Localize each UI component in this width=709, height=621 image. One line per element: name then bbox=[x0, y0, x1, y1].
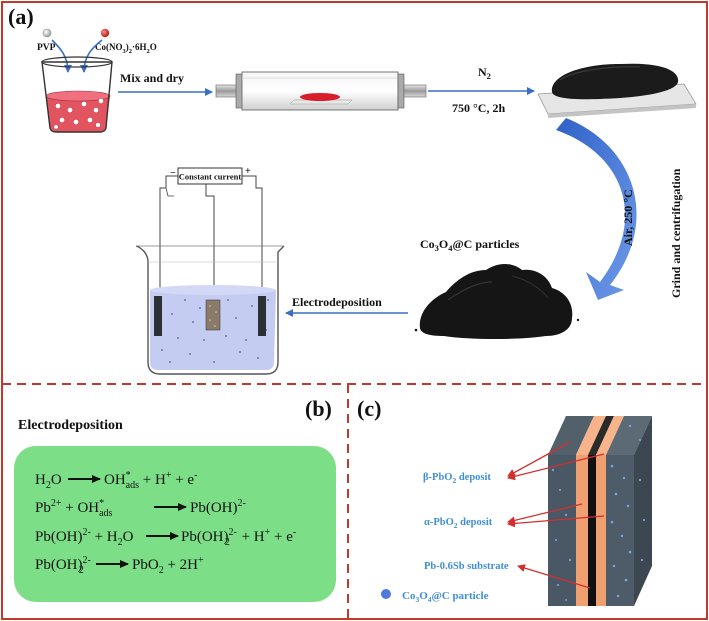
equation-1-lhs: H2O bbox=[35, 472, 62, 491]
minus-label: − bbox=[170, 168, 176, 179]
panel-c-label: (c) bbox=[357, 396, 381, 421]
product-boat bbox=[537, 63, 697, 118]
electrodeposition-title: Electrodeposition bbox=[18, 418, 123, 433]
pvp-label: PVP bbox=[37, 43, 56, 53]
n2-label: N2 bbox=[478, 65, 491, 81]
n2-temperature-label: 750 °C, 2h bbox=[452, 101, 505, 115]
beta-pbo2-label: β-PbO2 deposit bbox=[423, 472, 491, 485]
process-curved-arrow bbox=[556, 118, 637, 300]
air-label: Air, 250 °C bbox=[621, 189, 635, 246]
precursor-beaker bbox=[41, 56, 113, 133]
equation-2-rhs: Pb(OH)2- bbox=[190, 498, 246, 516]
cobalt-nitrate-label: Co(NO3)2·6H2O bbox=[95, 42, 157, 55]
tube-furnace bbox=[215, 71, 427, 111]
constant-current-label: Constant current bbox=[179, 172, 242, 182]
equation-4-lhs: Pb(OH)2-2 bbox=[35, 555, 91, 576]
particle-legend-marker bbox=[381, 589, 391, 599]
particles-label: Co3O4@C particles bbox=[420, 237, 520, 253]
particle-legend-label: Co3O4@C particle bbox=[402, 590, 489, 604]
cobalt-nitrate-icon bbox=[100, 28, 110, 38]
panel-b-label: (b) bbox=[305, 396, 332, 421]
mix-dry-label: Mix and dry bbox=[120, 71, 184, 85]
substrate-label: Pb-0.6Sb substrate bbox=[424, 561, 509, 572]
equation-2-lhs: Pb2+ + OH*ads bbox=[35, 498, 113, 519]
pvp-arrow bbox=[51, 39, 72, 73]
electrochemical-cell: Constant current − + bbox=[135, 166, 285, 375]
panel-a-label: (a) bbox=[8, 4, 34, 29]
equations-box bbox=[14, 446, 336, 602]
electrodeposition-step-label: Electrodeposition bbox=[292, 295, 382, 309]
equation-1-rhs: OH*ads + H+ + e- bbox=[104, 470, 197, 491]
grind-centrifugation-label: Grind and centrifugation bbox=[669, 168, 683, 298]
pvp-icon bbox=[42, 28, 52, 38]
powder-pile bbox=[414, 264, 580, 339]
plus-label: + bbox=[245, 166, 251, 177]
equation-3-rhs: Pb(OH)2-2 + H+ + e- bbox=[181, 527, 296, 548]
cobalt-arrow bbox=[80, 39, 103, 73]
alpha-pbo2-label: α-PbO2 deposit bbox=[424, 517, 493, 530]
equation-3-lhs: Pb(OH)2- + H2O bbox=[35, 527, 134, 548]
electrode-layers bbox=[548, 416, 652, 606]
equation-4-rhs: PbO2 + 2H+ bbox=[132, 555, 204, 576]
